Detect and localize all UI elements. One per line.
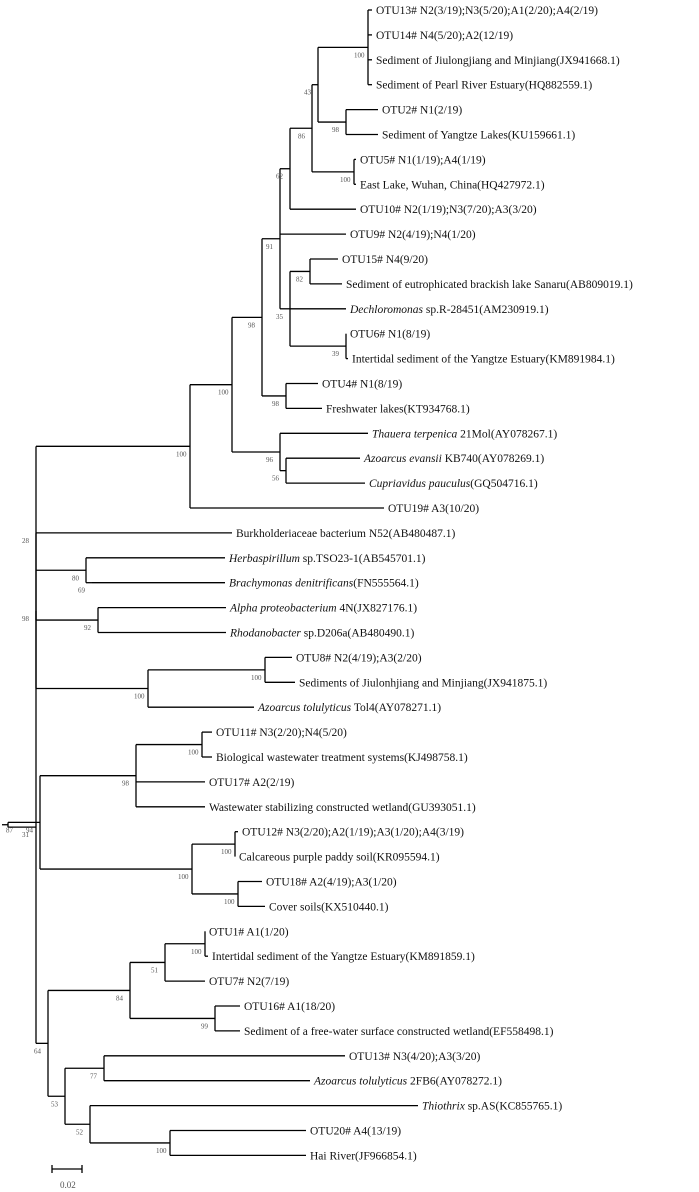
taxon-label: Intertidal sediment of the Yangtze Estua… <box>352 354 615 366</box>
taxon-label: OTU13# N3(4/20);A3(3/20) <box>349 1051 480 1063</box>
taxon-label: Biological wastewater treatment systems(… <box>216 752 468 764</box>
taxon-label: Sediments of Jiulonhjiang and Minjiang(J… <box>299 677 547 689</box>
bootstrap-value: 77 <box>90 1072 98 1080</box>
bootstrap-value: 100 <box>221 848 232 856</box>
bootstrap-value: 98 <box>22 615 30 623</box>
bootstrap-value: 100 <box>354 51 365 59</box>
bootstrap-value: 100 <box>191 948 202 956</box>
bootstrap-value: 100 <box>340 176 351 184</box>
taxon-label: Thiothrix sp.AS(KC855765.1) <box>422 1101 562 1113</box>
bootstrap-value: 69 <box>78 587 86 595</box>
bootstrap-value: 82 <box>296 275 304 283</box>
bootstrap-value: 39 <box>332 350 340 358</box>
taxon-label: Sediment of Pearl River Estuary(HQ882559… <box>376 80 592 92</box>
taxon-label: OTU10# N2(1/19);N3(7/20);A3(3/20) <box>360 204 537 216</box>
bootstrap-value: 62 <box>276 173 284 181</box>
taxon-label: OTU13# N2(3/19);N3(5/20);A1(2/20);A4(2/1… <box>376 5 598 17</box>
taxon-label: OTU18# A2(4/19);A3(1/20) <box>266 877 397 889</box>
tree-branches <box>2 9 418 1157</box>
taxon-label: Azoarcus tolulyticus Tol4(AY078271.1) <box>257 702 441 714</box>
taxon-label: Azoarcus evansii KB740(AY078269.1) <box>363 453 544 465</box>
bootstrap-value: 87 <box>6 826 14 834</box>
scale-bar: 0.02 <box>51 1165 83 1190</box>
bootstrap-value: 100 <box>178 873 189 881</box>
bootstrap-value: 84 <box>116 994 124 1002</box>
scale-bar-label: 0.02 <box>60 1180 76 1190</box>
taxon-label: Rhodanobacter sp.D206a(AB480490.1) <box>229 628 414 640</box>
taxon-label: OTU7# N2(7/19) <box>209 976 289 988</box>
bootstrap-value: 98 <box>332 126 340 134</box>
bootstrap-value: 64 <box>34 1047 42 1055</box>
bootstrap-value: 80 <box>72 574 80 582</box>
bootstrap-value: 100 <box>188 749 199 757</box>
bootstrap-value: 56 <box>272 475 280 483</box>
taxon-label: OTU9# N2(4/19);N4(1/20) <box>350 229 476 241</box>
bootstrap-value: 98 <box>248 321 256 329</box>
taxon-label: Thauera terpenica 21Mol(AY078267.1) <box>372 428 557 440</box>
bootstrap-value: 96 <box>266 456 274 464</box>
taxon-label: Burkholderiaceae bacterium N52(AB480487.… <box>236 528 456 540</box>
bootstrap-value: 53 <box>51 1100 59 1108</box>
taxon-label: OTU14# N4(5/20);A2(12/19) <box>376 30 513 42</box>
taxon-label: Sediment of Yangtze Lakes(KU159661.1) <box>382 130 575 142</box>
bootstrap-value: 98 <box>272 400 280 408</box>
taxon-label: OTU20# A4(13/19) <box>310 1126 401 1138</box>
bootstrap-value: 92 <box>84 624 92 632</box>
taxon-label: Sediment of eutrophicated brackish lake … <box>346 279 633 291</box>
taxon-label: OTU16# A1(18/20) <box>244 1001 335 1013</box>
bootstrap-value: 43 <box>304 89 312 97</box>
taxon-label: Hai River(JF966854.1) <box>310 1150 417 1162</box>
bootstrap-value: 52 <box>76 1128 84 1136</box>
taxon-label: Sediment of a free-water surface constru… <box>244 1026 554 1038</box>
tree-labels: 31 98 28 Burkholderiaceae bacterium N52(AB4… <box>6 5 633 1162</box>
taxon-label: OTU1# A1(1/20) <box>209 926 289 938</box>
taxon-label: OTU4# N1(8/19) <box>322 379 402 391</box>
taxon-label: Cover soils(KX510440.1) <box>269 901 389 913</box>
bootstrap-value: 100 <box>134 693 145 701</box>
taxon-label: Herbaspirillum sp.TSO23-1(AB545701.1) <box>228 553 426 565</box>
bootstrap-value: 35 <box>276 313 284 321</box>
bootstrap-value: 98 <box>122 780 130 788</box>
taxon-label: Brachymonas denitrificans(FN555564.1) <box>229 578 419 590</box>
taxon-label: OTU19# A3(10/20) <box>388 503 479 515</box>
bootstrap-value: 31 <box>22 831 30 839</box>
taxon-label: OTU6# N1(8/19) <box>350 329 430 341</box>
bootstrap-value: 100 <box>251 674 262 682</box>
taxon-label: OTU12# N3(2/20);A2(1/19);A3(1/20);A4(3/1… <box>242 827 464 839</box>
taxon-label: OTU2# N1(2/19) <box>382 105 462 117</box>
bootstrap-value: 51 <box>151 966 159 974</box>
taxon-label: OTU8# N2(4/19);A3(2/20) <box>296 652 422 664</box>
taxon-label: Dechloromonas sp.R-28451(AM230919.1) <box>349 304 549 316</box>
bootstrap-value: 100 <box>156 1147 167 1155</box>
taxon-label: Wastewater stabilizing constructed wetla… <box>209 802 476 814</box>
taxon-label: Calcareous purple paddy soil(KR095594.1) <box>239 852 440 864</box>
bootstrap-value: 100 <box>176 450 187 458</box>
bootstrap-value: 100 <box>218 389 229 397</box>
taxon-label: Alpha proteobacterium 4N(JX827176.1) <box>229 603 417 615</box>
taxon-label: Freshwater lakes(KT934768.1) <box>326 403 470 415</box>
bootstrap-value: 99 <box>201 1022 209 1030</box>
taxon-label: OTU17# A2(2/19) <box>209 777 294 789</box>
bootstrap-value: 94 <box>26 826 34 834</box>
bootstrap-value: 91 <box>266 243 274 251</box>
taxon-label: East Lake, Wuhan, China(HQ427972.1) <box>360 179 545 191</box>
taxon-label: OTU15# N4(9/20) <box>342 254 428 266</box>
taxon-label: Sediment of Jiulongjiang and Minjiang(JX… <box>376 55 620 67</box>
bootstrap-value: 100 <box>224 898 235 906</box>
taxon-label: OTU11# N3(2/20);N4(5/20) <box>216 727 347 739</box>
taxon-label: Intertidal sediment of the Yangtze Estua… <box>212 951 475 963</box>
taxon-label: Cupriavidus pauculus(GQ504716.1) <box>369 478 538 490</box>
bootstrap-value: 86 <box>298 132 306 140</box>
taxon-label: Azoarcus tolulyticus 2FB6(AY078272.1) <box>313 1076 502 1088</box>
bootstrap-value: 28 <box>22 537 30 545</box>
taxon-label: OTU5# N1(1/19);A4(1/19) <box>360 154 486 166</box>
